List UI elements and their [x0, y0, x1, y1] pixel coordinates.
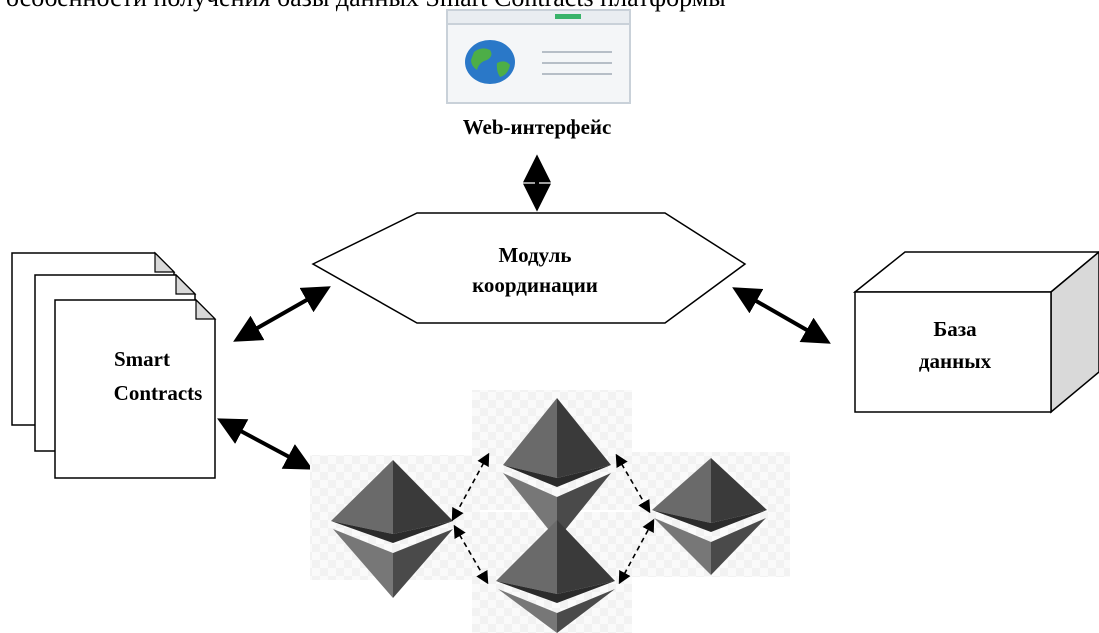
node-link-arrow [615, 453, 651, 514]
contracts-network-arrow [217, 418, 313, 470]
module-database-arrow [732, 287, 831, 344]
ethereum-diamond-icon [496, 520, 615, 633]
browser-globe-icon [446, 9, 631, 104]
web-interface-label: Web-интерфейс [463, 115, 612, 139]
coordination-module-line2: координации [472, 273, 598, 297]
ethereum-diamond-icon [652, 458, 767, 575]
node-link-arrow [451, 452, 490, 522]
database-line1: База [933, 317, 977, 341]
database-cube [852, 251, 1099, 414]
coordination-module-hexagon [311, 212, 747, 324]
node-link-arrow [618, 518, 655, 585]
ethereum-diamond-icon [503, 398, 611, 540]
smart-contracts-line1: Smart [114, 347, 170, 371]
smart-contracts-documents [11, 251, 217, 479]
smart-contracts-line2: Contracts [114, 381, 203, 405]
ethereum-diamond-icon [331, 460, 453, 598]
coordination-module-line1: Модуль [499, 243, 572, 267]
contracts-module-arrow [233, 286, 331, 342]
database-line2: данных [919, 349, 992, 373]
node-link-arrow [453, 524, 489, 585]
